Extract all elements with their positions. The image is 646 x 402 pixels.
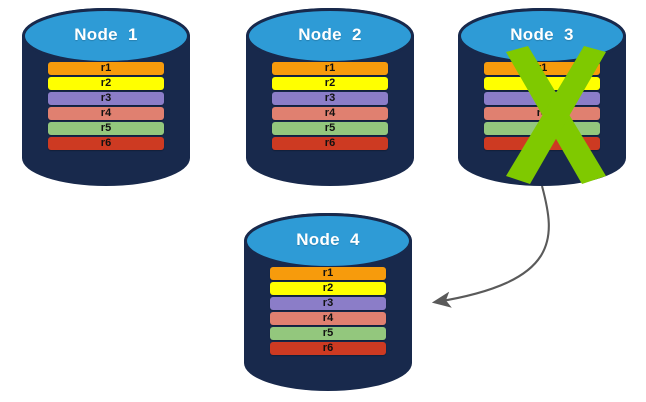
record-row[interactable]: r3: [272, 92, 388, 105]
cylinder-top-ellipse: [22, 8, 190, 64]
record-list: r1 r2 r3 r4 r5 r6: [458, 62, 626, 150]
record-row[interactable]: r1: [484, 62, 600, 75]
record-row[interactable]: r1: [48, 62, 164, 75]
record-row[interactable]: r6: [272, 137, 388, 150]
record-row[interactable]: r3: [270, 297, 386, 310]
record-row[interactable]: r3: [484, 92, 600, 105]
record-row[interactable]: r1: [270, 267, 386, 280]
record-row[interactable]: r5: [270, 327, 386, 340]
record-row[interactable]: r4: [272, 107, 388, 120]
record-list: r1 r2 r3 r4 r5 r6: [246, 62, 414, 150]
record-row[interactable]: r6: [270, 342, 386, 355]
record-row[interactable]: r5: [272, 122, 388, 135]
record-row[interactable]: r4: [484, 107, 600, 120]
record-row[interactable]: r1: [272, 62, 388, 75]
record-list: r1 r2 r3 r4 r5 r6: [244, 267, 412, 355]
cylinder-top-ellipse: [246, 8, 414, 64]
record-row[interactable]: r2: [272, 77, 388, 90]
record-list: r1 r2 r3 r4 r5 r6: [22, 62, 190, 150]
record-row[interactable]: r6: [48, 137, 164, 150]
record-row[interactable]: r2: [48, 77, 164, 90]
cylinder-top-ellipse: [244, 213, 412, 269]
record-row[interactable]: r4: [270, 312, 386, 325]
record-row[interactable]: r4: [48, 107, 164, 120]
record-row[interactable]: r5: [484, 122, 600, 135]
record-row[interactable]: r5: [48, 122, 164, 135]
cylinder-top-ellipse: [458, 8, 626, 64]
record-row[interactable]: r3: [48, 92, 164, 105]
record-row[interactable]: r6: [484, 137, 600, 150]
record-row[interactable]: r2: [270, 282, 386, 295]
record-row[interactable]: r2: [484, 77, 600, 90]
